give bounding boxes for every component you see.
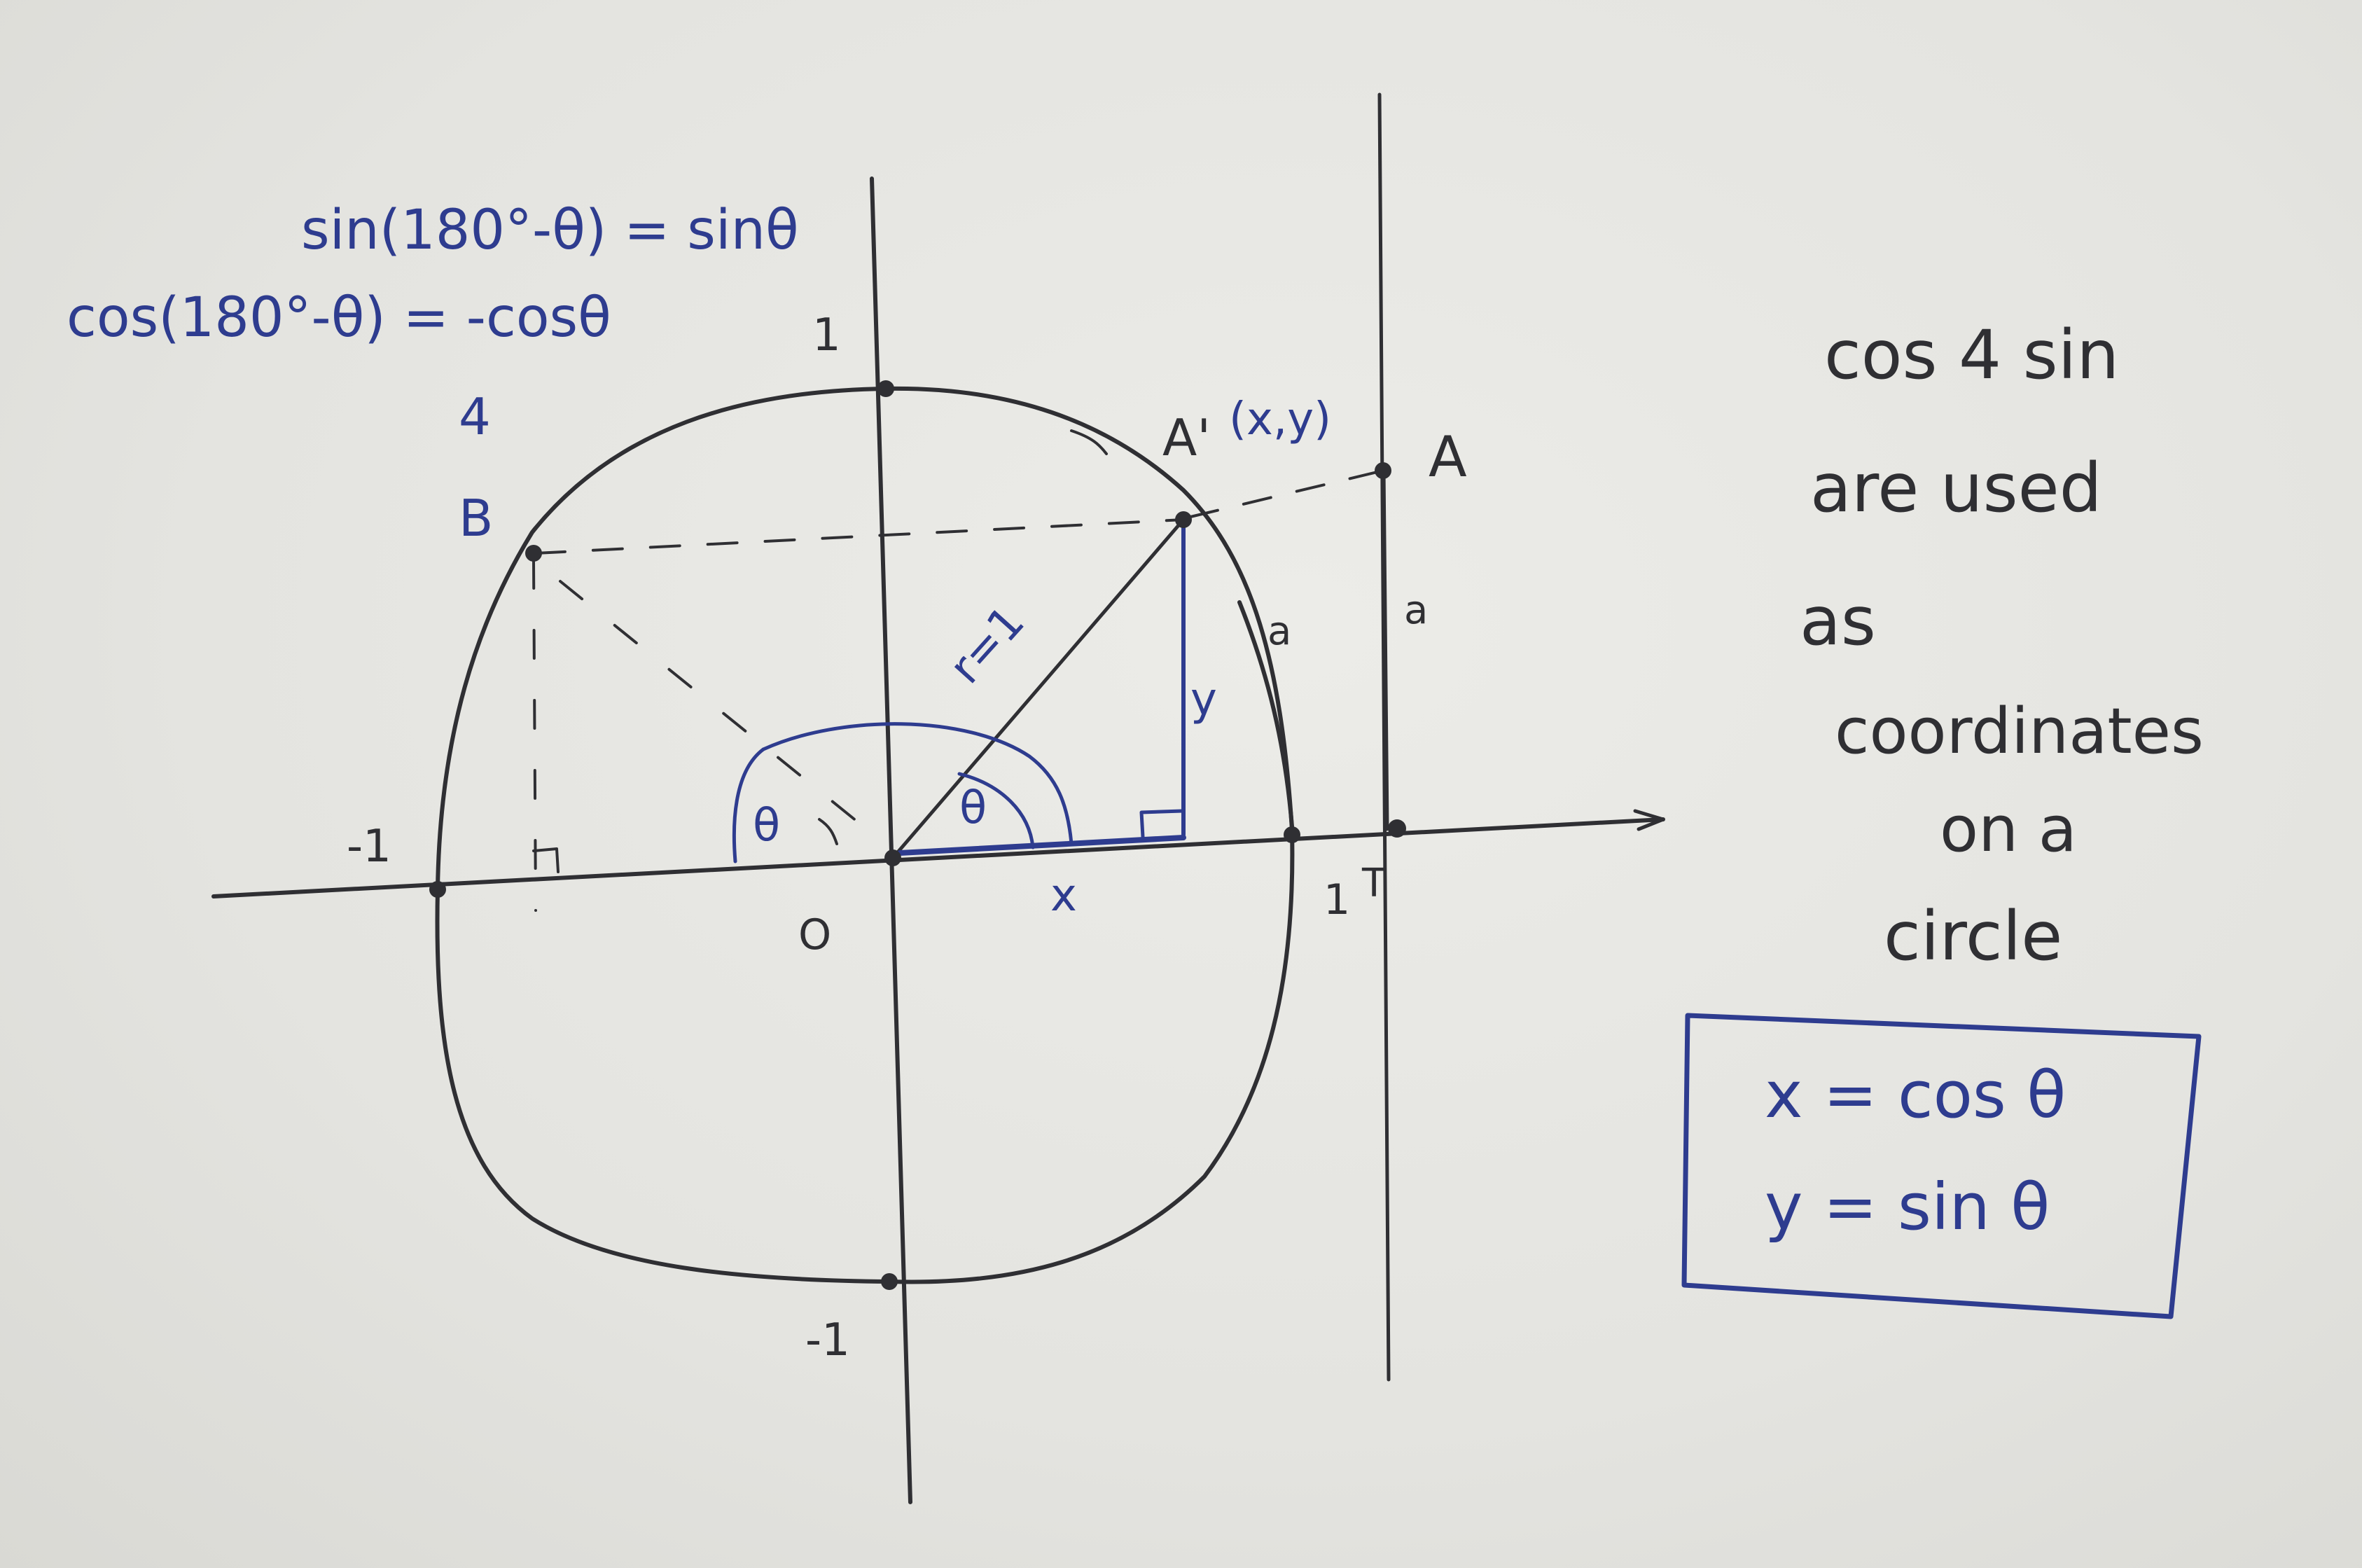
arc-a-mark bbox=[1237, 600, 1294, 828]
tangent-segment-a bbox=[1380, 468, 1389, 831]
label-tangent-a: a bbox=[1404, 588, 1428, 633]
label-t: T bbox=[1361, 861, 1387, 906]
label-a-prime-coords: (x,y) bbox=[1229, 394, 1331, 445]
angle-arc-theta-left bbox=[732, 747, 765, 863]
point-right bbox=[1284, 826, 1300, 843]
angle-arc-theta-small bbox=[957, 772, 1035, 849]
dashed-a-prime-to-a bbox=[1189, 469, 1384, 518]
label-b-note: 4 bbox=[459, 387, 491, 446]
dashed-horizontal-b-a bbox=[534, 518, 1185, 555]
label-arc-a: a bbox=[1267, 609, 1291, 654]
label-origin: O bbox=[798, 910, 831, 959]
side-note-line-5: on a bbox=[1940, 793, 2077, 866]
side-note-line-2: are used bbox=[1810, 449, 2102, 527]
side-note-line-3: as bbox=[1800, 582, 1876, 660]
side-note-line-1: cos 4 sin bbox=[1824, 316, 2119, 394]
point-a-prime bbox=[1175, 511, 1192, 528]
dashed-b-to-origin bbox=[559, 580, 873, 835]
unit-circle bbox=[435, 386, 1295, 1284]
point-top bbox=[877, 380, 894, 397]
label-a: A bbox=[1429, 424, 1467, 490]
point-t bbox=[1388, 819, 1406, 838]
right-angle-b bbox=[532, 847, 560, 873]
label-a-prime: A' bbox=[1162, 408, 1211, 467]
angle-arc-small-left bbox=[818, 818, 838, 845]
box-line-1: x = cos θ bbox=[1765, 1057, 2066, 1132]
side-note-line-6: circle bbox=[1884, 897, 2062, 976]
right-angle-a-prime bbox=[1139, 809, 1184, 839]
x-axis bbox=[211, 817, 1665, 899]
x-axis-arrowhead bbox=[1633, 809, 1665, 831]
label-theta-inner: θ bbox=[959, 782, 987, 834]
formula-box bbox=[1681, 1013, 2202, 1319]
y-axis bbox=[870, 176, 912, 1504]
label-y-pos: 1 bbox=[812, 310, 841, 361]
label-y: y bbox=[1190, 674, 1217, 726]
arc-tick bbox=[1070, 429, 1108, 455]
side-note-line-4: coordinates bbox=[1835, 695, 2204, 768]
point-origin bbox=[884, 849, 901, 866]
formula-cos: cos(180°-θ) = -cosθ bbox=[67, 286, 611, 349]
label-radius: r=1 bbox=[940, 597, 1035, 694]
label-x-neg: -1 bbox=[347, 821, 391, 873]
dashed-vertical-b bbox=[532, 559, 537, 912]
point-b bbox=[525, 545, 542, 562]
label-theta-outer: θ bbox=[753, 800, 780, 852]
label-x: x bbox=[1050, 870, 1077, 922]
point-left bbox=[429, 881, 446, 898]
point-a bbox=[1375, 462, 1391, 479]
x-segment bbox=[897, 835, 1186, 856]
label-b: B bbox=[459, 489, 493, 548]
radius-line bbox=[891, 518, 1186, 860]
box-line-2: y = sin θ bbox=[1765, 1170, 2050, 1244]
label-x-pos: 1 bbox=[1324, 875, 1350, 924]
angle-arc-theta-large bbox=[761, 722, 1074, 846]
label-y-neg: -1 bbox=[805, 1314, 850, 1366]
point-bottom bbox=[881, 1273, 898, 1290]
formula-sin: sin(180°-θ) = sinθ bbox=[301, 199, 799, 262]
